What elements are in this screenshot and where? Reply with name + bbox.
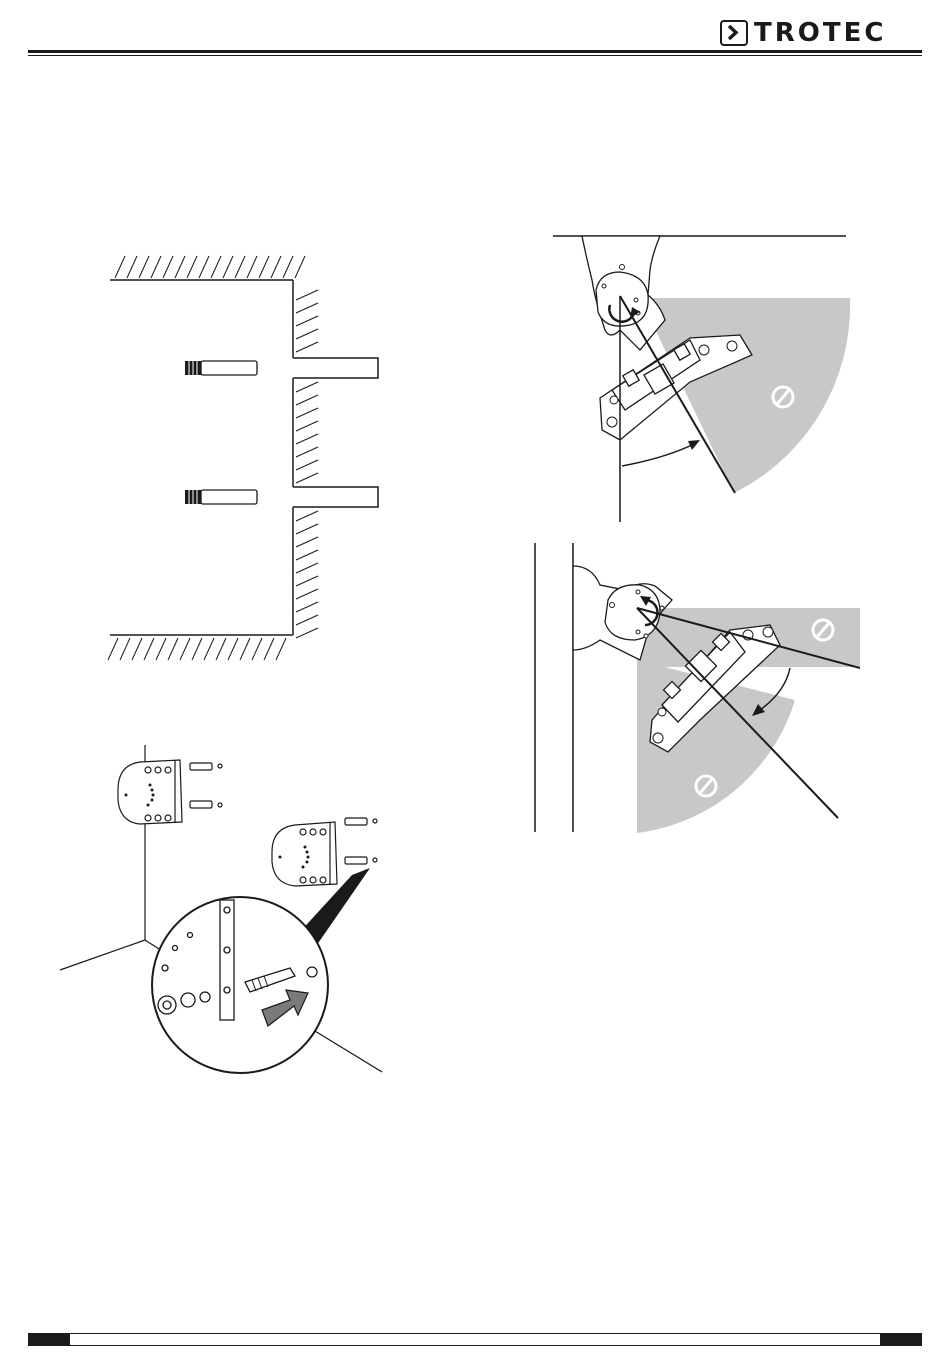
footer-page-block-right: [880, 1333, 922, 1346]
bracket-mounting-figure: [55, 740, 390, 1075]
wall-plug: [185, 490, 257, 504]
brand-name: TROTEC: [754, 18, 886, 48]
wall-plug-section-figure: [100, 245, 390, 670]
footer-bar: [28, 1333, 922, 1346]
wall-mount-angle-figure: [530, 540, 860, 840]
footer-page-block-left: [28, 1333, 70, 1346]
wall-bracket: [118, 760, 222, 824]
header-rule-thin: [28, 55, 922, 56]
ceiling-mount-angle-figure: [540, 225, 860, 525]
wall-plug: [185, 361, 257, 375]
header-rule: [28, 50, 922, 53]
chevron-right-icon: [720, 20, 748, 46]
trotec-logo: TROTEC: [720, 18, 886, 48]
detail-magnifier: [152, 897, 328, 1073]
